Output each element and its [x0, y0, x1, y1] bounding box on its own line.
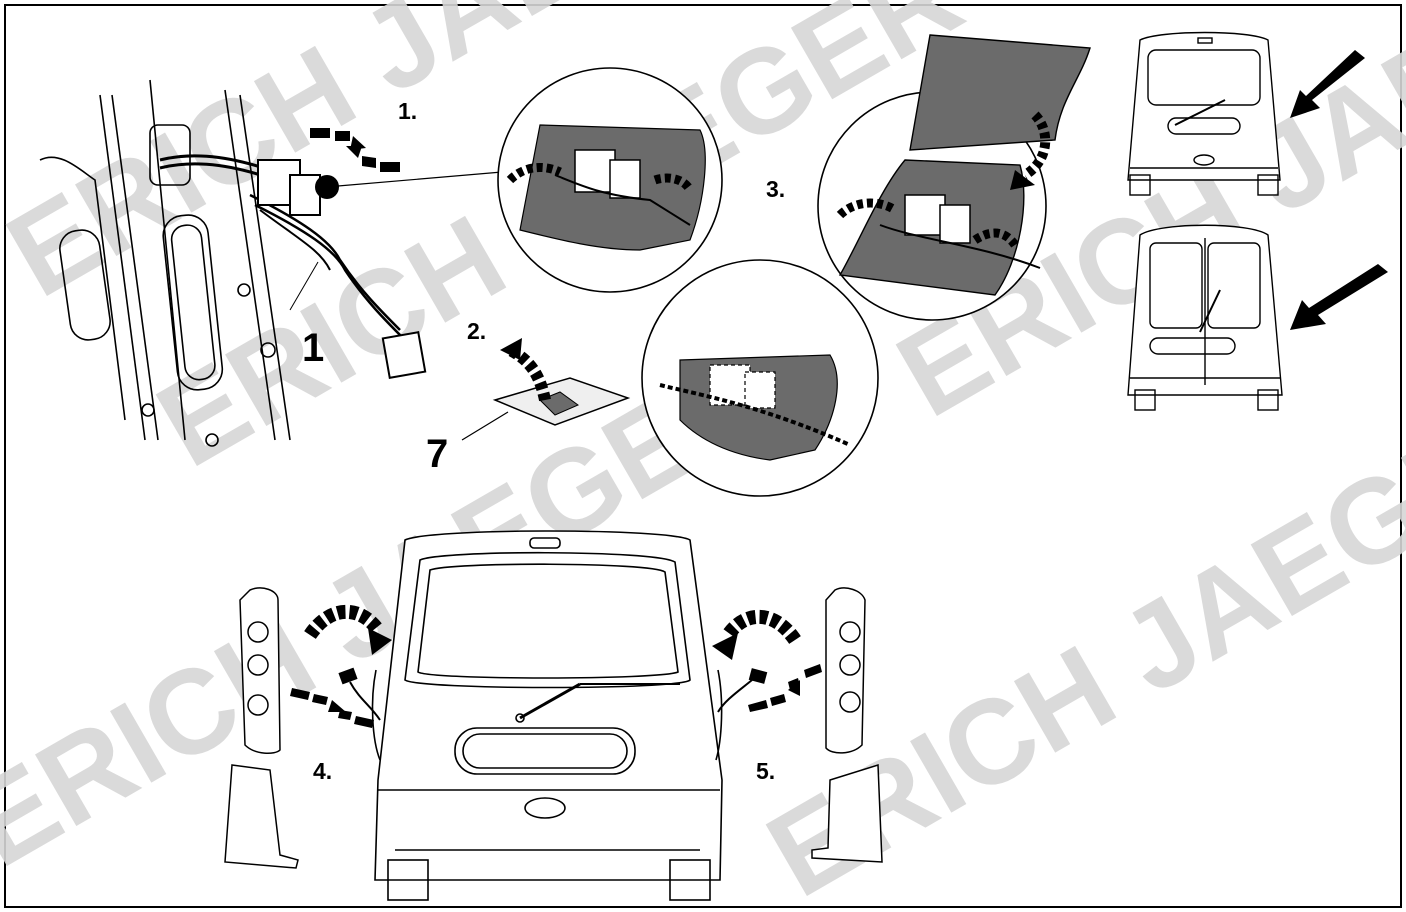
van-rear-double-doors-small — [1127, 224, 1283, 411]
part-label-1: 1 — [302, 326, 325, 370]
plug-right-icon — [717, 664, 822, 713]
part-label-7: 7 — [426, 432, 449, 476]
step-label-3: 3. — [766, 176, 786, 202]
tail-light-left — [224, 587, 299, 869]
curved-arrow-left-icon — [304, 604, 392, 655]
detail-circle-double-wrap — [817, 34, 1091, 321]
step-label-2: 2. — [467, 318, 487, 344]
detail-circle-wrapped — [641, 259, 879, 497]
connector-dot — [315, 175, 339, 199]
van-rear-tailgate-small — [1127, 31, 1281, 196]
van-rear-large — [371, 530, 723, 901]
step-label-1: 1. — [398, 98, 418, 124]
step-label-5: 5. — [756, 758, 776, 784]
pointer-arrow-icon — [1290, 50, 1388, 330]
plug-left-icon — [290, 667, 381, 728]
press-arrows-icon — [310, 128, 400, 172]
step-label-4: 4. — [313, 758, 333, 784]
detail-circle-wrap — [497, 67, 723, 293]
callout-line — [337, 171, 503, 187]
tail-light-right — [811, 587, 883, 863]
adhesive-pad-7 — [461, 338, 631, 441]
curved-arrow-right-icon — [712, 609, 801, 660]
door-pillar-illustration — [39, 79, 427, 447]
